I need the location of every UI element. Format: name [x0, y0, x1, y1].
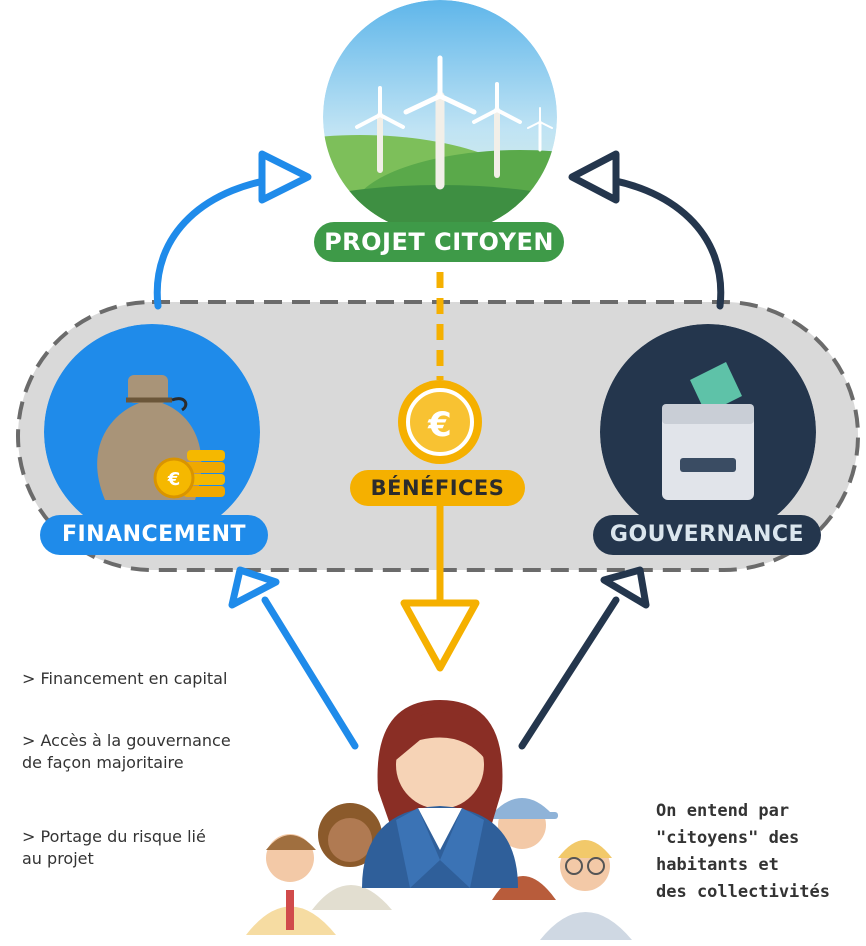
arrow-gouvernance-to-projet — [568, 150, 725, 310]
arrow-financement-to-projet — [153, 150, 312, 310]
note-financement-capital: > Financement en capital — [22, 668, 322, 690]
money-bag-icon: € — [44, 324, 260, 540]
note-line: de façon majoritaire — [22, 753, 184, 772]
ballot-box-icon — [600, 324, 816, 540]
note-portage-risque: > Portage du risque lié au projet — [22, 826, 322, 870]
note-line: au projet — [22, 849, 94, 868]
citizens-group-icon — [246, 700, 632, 940]
arrow-benefices-to-citizens — [400, 505, 480, 672]
definition-line: des collectivités — [656, 882, 830, 902]
svg-text:€: € — [167, 469, 181, 490]
definition-citoyens: On entend par "citoyens" des habitants e… — [656, 798, 861, 906]
definition-line: "citoyens" des — [656, 828, 800, 848]
arrow-citizens-to-financement — [228, 566, 359, 750]
definition-line: On entend par — [656, 801, 790, 821]
arrow-citizens-to-gouvernance — [518, 566, 650, 750]
label-benefices: BÉNÉFICES — [350, 470, 525, 506]
note-line: > Financement en capital — [22, 669, 228, 688]
definition-line: habitants et — [656, 855, 779, 875]
label-projet-citoyen: PROJET CITOYEN — [314, 222, 564, 262]
note-acces-gouvernance: > Accès à la gouvernance de façon majori… — [22, 730, 322, 774]
note-line: > Accès à la gouvernance — [22, 731, 231, 750]
svg-text:€: € — [427, 405, 452, 445]
euro-coin-icon: € — [398, 380, 482, 464]
label-gouvernance: GOUVERNANCE — [593, 515, 821, 555]
label-financement: FINANCEMENT — [40, 515, 268, 555]
note-line: > Portage du risque lié — [22, 827, 206, 846]
